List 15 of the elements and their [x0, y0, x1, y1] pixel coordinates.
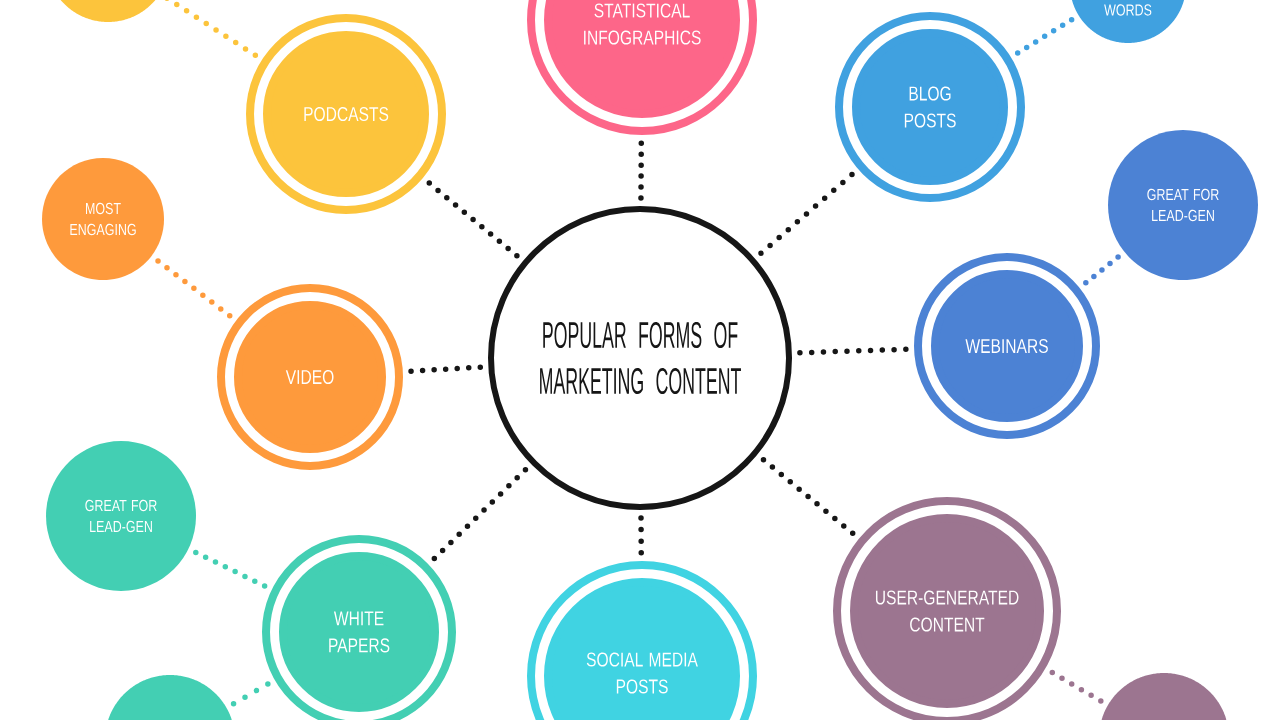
dotted-connector — [408, 364, 484, 374]
dotted-connector — [638, 515, 644, 556]
dotted-connector — [431, 466, 529, 562]
dotted-connector — [758, 171, 855, 257]
dotted-connector — [192, 549, 268, 589]
dotted-connector — [797, 346, 909, 356]
dotted-connector — [155, 258, 233, 319]
dotted-connector — [426, 180, 520, 259]
dotted-connector — [230, 681, 271, 707]
dotted-connector — [1014, 16, 1075, 56]
dotted-connector — [760, 457, 856, 537]
dotted-connector — [164, 0, 259, 59]
dotted-connector — [1049, 669, 1104, 704]
dotted-connector — [638, 140, 645, 201]
dotted-connector — [1083, 254, 1121, 286]
